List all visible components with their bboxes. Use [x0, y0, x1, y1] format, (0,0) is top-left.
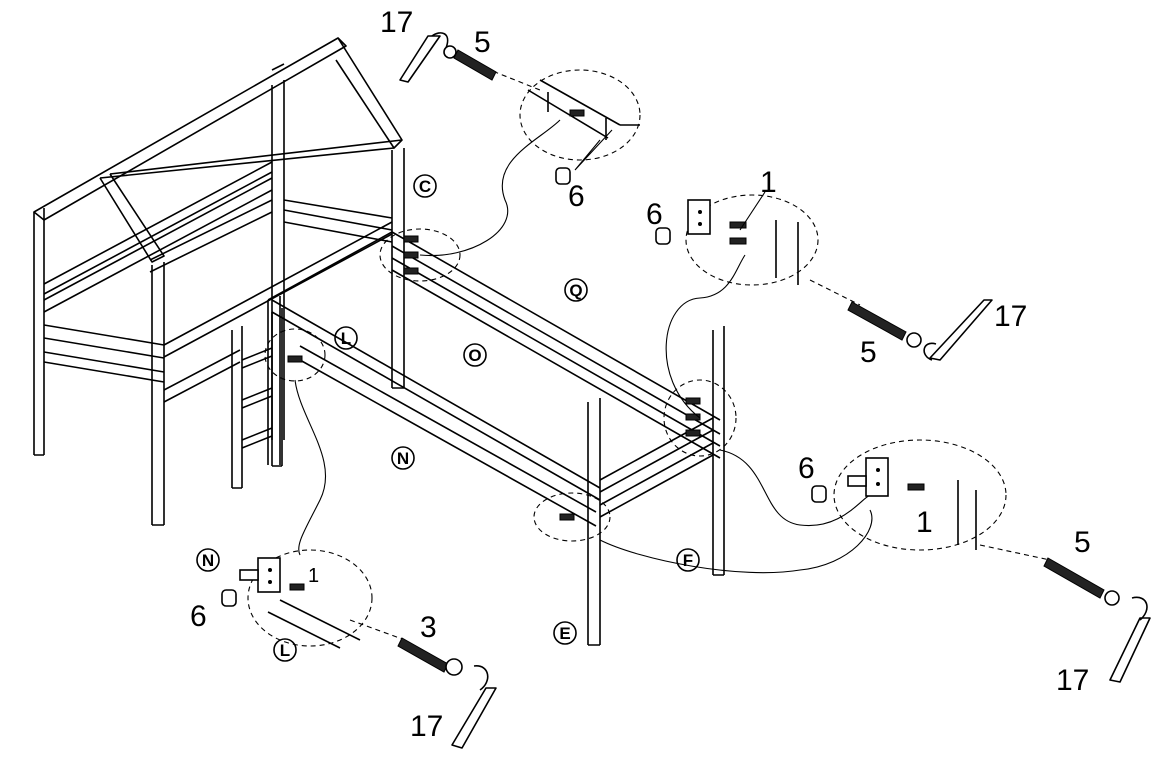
part-letter-o-text: O — [468, 346, 481, 365]
callout-right-upper-dowel: 1 — [760, 166, 777, 199]
callout-bottom-left-bolt: 3 — [420, 611, 437, 644]
detail-right-lower — [811, 439, 1151, 683]
part-letter-e: E — [553, 621, 577, 645]
part-letter-q: Q — [564, 278, 588, 302]
callout-right-upper-tool: 17 — [994, 300, 1027, 333]
callout-top-nut: 6 — [568, 180, 585, 213]
part-letter-q-text: Q — [569, 281, 582, 300]
callout-right-lower-dowel: 1 — [916, 506, 933, 539]
part-letter-o: O — [463, 343, 487, 367]
callout-right-upper-bolt: 5 — [860, 336, 877, 369]
detail-right-upper — [655, 191, 993, 361]
house-frame — [33, 37, 405, 526]
joint-highlight — [264, 328, 326, 382]
leader-line — [294, 379, 326, 556]
callout-right-lower-bolt: 5 — [1074, 526, 1091, 559]
part-letter-n-text: N — [397, 449, 409, 468]
joint-highlight — [663, 379, 737, 457]
bed-frame — [267, 231, 725, 646]
callout-right-lower-nut: 6 — [798, 452, 815, 485]
part-letter-l: L — [334, 326, 358, 350]
callout-bottom-left-part-a-text: N — [202, 551, 214, 570]
part-letter-e-text: E — [559, 624, 570, 643]
leader-line — [599, 509, 873, 574]
callout-top-bolt: 5 — [474, 26, 491, 59]
part-letter-c-text: C — [419, 177, 431, 196]
part-letter-n: N — [391, 446, 415, 470]
detail-bottom-left — [221, 549, 497, 749]
callout-right-upper-nut: 6 — [646, 198, 663, 231]
callout-bottom-left-dowel: 1 — [308, 565, 319, 587]
joint-highlight — [533, 492, 611, 542]
part-letter-c: C — [413, 174, 437, 198]
callout-top-tool: 17 — [380, 6, 413, 39]
callout-bottom-left-nut: 6 — [190, 600, 207, 633]
part-letter-l-text: L — [341, 329, 351, 348]
leader-line — [719, 449, 871, 527]
leader-line — [665, 254, 746, 419]
detail-top — [399, 32, 641, 185]
callout-bottom-left-part-b: L — [273, 638, 297, 662]
leader-line — [419, 119, 561, 257]
part-letter-f: F — [676, 548, 700, 572]
joint-highlight — [379, 228, 461, 282]
callout-bottom-left-part-a: N — [196, 548, 220, 572]
callout-bottom-left-tool: 17 — [410, 710, 443, 743]
callout-right-lower-tool: 17 — [1056, 664, 1089, 697]
part-letter-f-text: F — [683, 551, 693, 570]
callout-bottom-left-part-b-text: L — [280, 641, 290, 660]
